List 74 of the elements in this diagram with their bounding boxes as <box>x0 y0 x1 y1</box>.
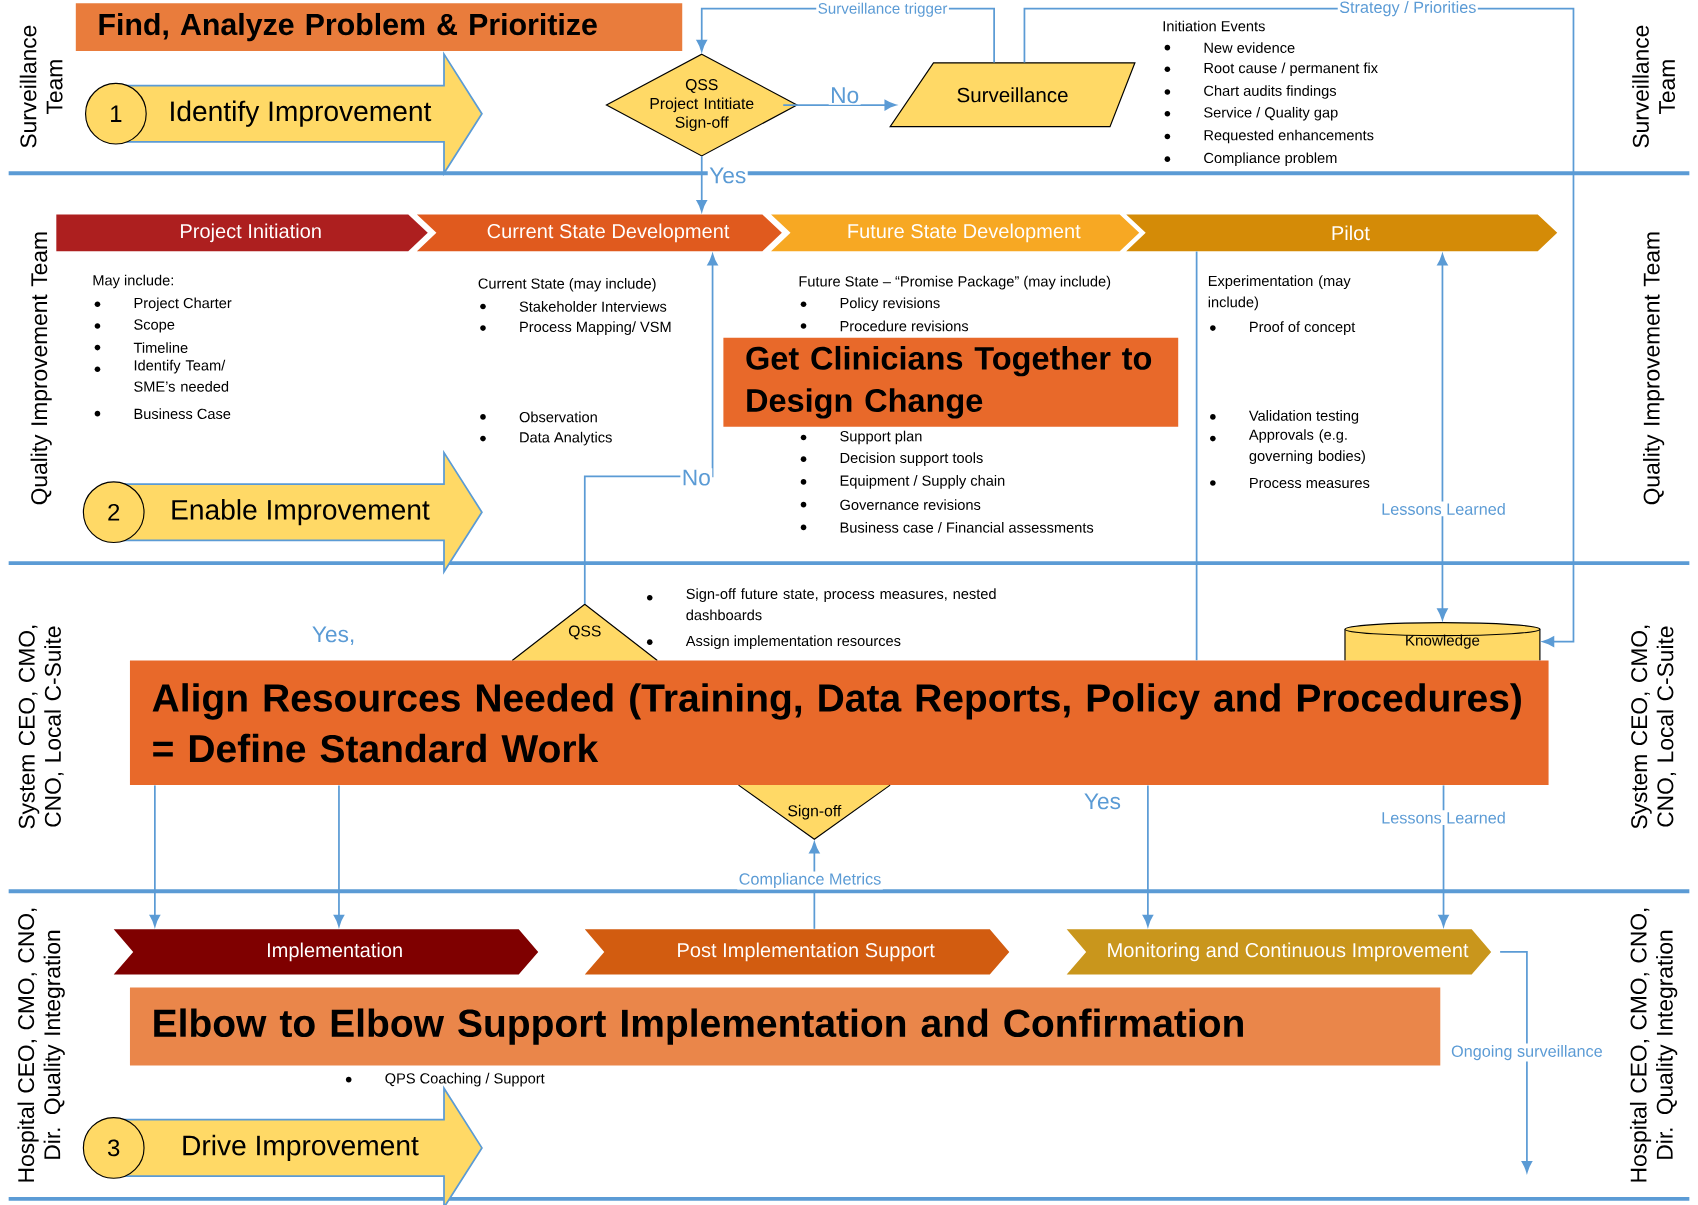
lane-label: Quality Improvement Team <box>30 232 52 505</box>
list-heading: Initiation Events <box>1163 20 1265 32</box>
process-step: Future State Development <box>771 214 1140 252</box>
list-item: Procedure revisions <box>800 320 969 332</box>
edge-label: Lessons Learned <box>1379 810 1508 825</box>
list-heading: Experimentation (may include) <box>1208 275 1351 311</box>
list-item: QPS Coaching / Support <box>345 1072 545 1087</box>
list-item: Process measures <box>1210 477 1370 488</box>
process-step: Implementation <box>113 929 539 975</box>
list-item: Support plan <box>800 430 922 445</box>
arrow <box>1142 784 1154 927</box>
list-item: Scope <box>94 319 175 333</box>
arrow <box>782 99 897 111</box>
lane-label: System CEO, CMO, CNO, Local C-Suite <box>18 625 64 829</box>
list-item: Approvals (e.g. governing bodies) <box>1210 429 1365 464</box>
list-item: Validation testing <box>1210 410 1359 424</box>
database-cylinder: Knowledge <box>1344 621 1541 662</box>
arrow <box>809 841 820 930</box>
list-item: New evidence <box>1164 42 1295 53</box>
arrow <box>696 155 707 212</box>
edge-label: Surveillance trigger <box>816 1 949 19</box>
list-item: Identify Team/ SME’s needed <box>94 359 229 392</box>
process-step: Monitoring and Continuous Improvement <box>1066 929 1492 975</box>
process-step: Pilot <box>1126 214 1558 252</box>
list-heading: Current State (may include) <box>478 277 656 292</box>
banner: Get Clinicians Together to Design Change <box>723 337 1179 427</box>
edge-label: Ongoing surveillance <box>1449 1043 1605 1062</box>
list-item: Business Case <box>94 408 231 419</box>
lane-label: System CEO, CMO, CNO, Local C-Suite <box>1631 625 1677 829</box>
arrow <box>1438 784 1449 927</box>
arrow <box>1499 950 1533 1173</box>
list-item: Requested enhancements <box>1164 129 1374 144</box>
edge-label: Strategy / Priorities <box>1337 0 1478 18</box>
list-item: Governance revisions <box>800 499 981 510</box>
list-item: Observation <box>480 411 597 423</box>
arrow <box>149 784 161 927</box>
lane-label: Surveillance Team <box>1632 25 1676 148</box>
lane-label: Hospital CEO, CMO, CNO, Dir. Quality Integration <box>17 908 65 1182</box>
list-item: Root cause / permanent fix <box>1164 62 1378 76</box>
edge-label: Yes <box>707 165 748 185</box>
list-item: Data Analytics <box>480 431 612 446</box>
parallelogram: Surveillance <box>889 62 1136 128</box>
process-step: Post Implementation Support <box>584 929 1010 975</box>
lane-label: Surveillance Team <box>19 25 63 148</box>
list-item: Chart audits findings <box>1164 85 1337 99</box>
edge-label: No <box>828 85 861 105</box>
list-item: Service / Quality gap <box>1164 106 1338 121</box>
list-heading: May include: <box>93 274 173 289</box>
branch-label: Yes, <box>312 626 354 645</box>
list-item: Decision support tools <box>800 452 983 466</box>
list-item: Project Charter <box>94 297 232 311</box>
list-item: Business case / Financial assessments <box>800 521 1094 533</box>
edge-label: No <box>680 468 713 487</box>
process-step: Current State Development <box>416 214 782 252</box>
banner: Elbow to Elbow Support Implementation and Confirmation <box>129 987 1441 1066</box>
list-item: Stakeholder Interviews <box>480 301 667 312</box>
list-item: Timeline <box>94 342 188 353</box>
edge-label: Yes <box>1082 791 1123 811</box>
edge-label: Lessons Learned <box>1379 501 1508 517</box>
list-heading: Future State – “Promise Package” (may include) <box>799 275 1111 290</box>
list-item: Process Mapping/ VSM <box>480 321 671 335</box>
arrow <box>1437 253 1448 620</box>
banner: Align Resources Needed (Training, Data Reports, Policy and Procedures) = Define Standard Work <box>129 660 1549 785</box>
list-item: Proof of concept <box>1210 321 1356 335</box>
list-item: Policy revisions <box>800 297 940 311</box>
list-item: Equipment / Supply chain <box>800 474 1005 489</box>
arrow <box>333 784 345 927</box>
list-item: Compliance problem <box>1164 152 1337 166</box>
lane-label: Hospital CEO, CMO, CNO, Dir. Quality Integration <box>1629 908 1678 1182</box>
edge-label: Compliance Metrics <box>737 871 883 890</box>
banner: Find, Analyze Problem & Prioritize <box>75 3 683 51</box>
lane-label: Quality Improvement Team <box>1643 232 1665 505</box>
arrow <box>583 253 718 605</box>
process-step: Project Initiation <box>56 214 428 252</box>
